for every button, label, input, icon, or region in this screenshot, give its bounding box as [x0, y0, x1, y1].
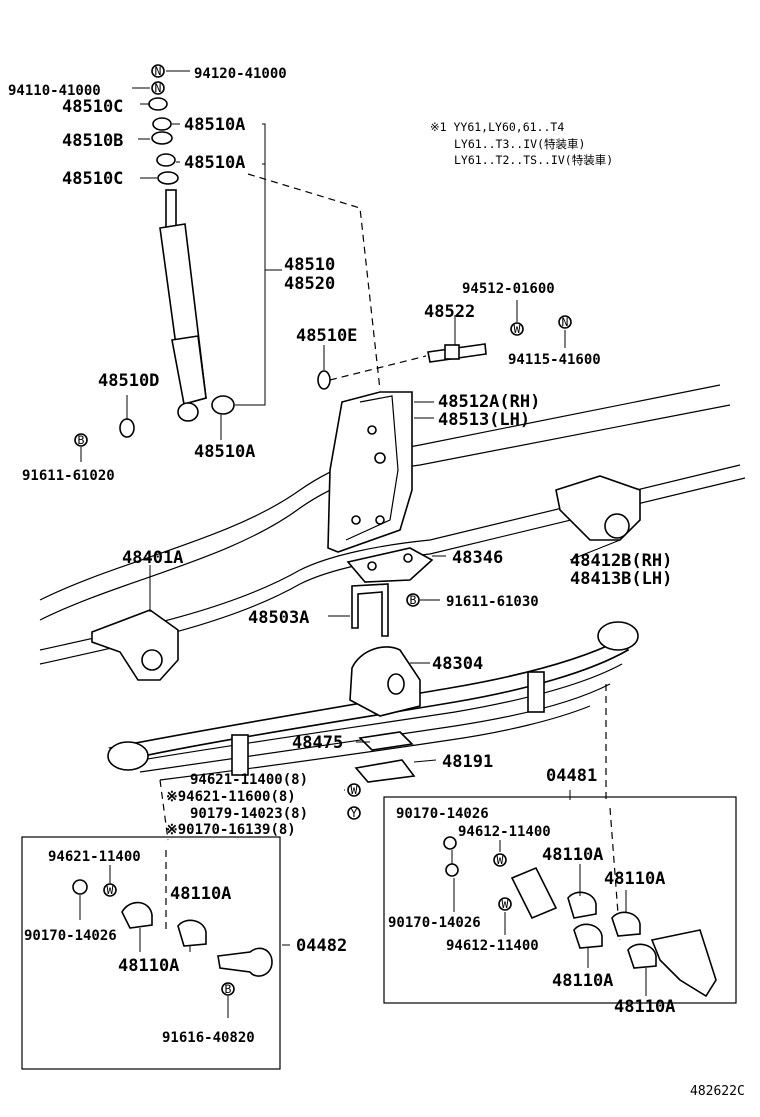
label-48510E: 48510E	[296, 326, 357, 346]
note-line-2: LY61..T3..IV(特装車)	[454, 137, 585, 151]
label-94110-41000: 94110-41000	[8, 83, 101, 99]
shock-bracket	[327, 391, 413, 553]
label-94512-01600: 94512-01600	[462, 281, 555, 297]
u-bolt	[351, 583, 389, 637]
label-94120-41000: 94120-41000	[194, 66, 287, 82]
label-left-94621-11400: 94621-11400	[48, 849, 141, 865]
label-48191: 48191	[442, 752, 493, 772]
label-48510D: 48510D	[98, 371, 159, 391]
label-94621-11600-8: ※94621-11600(8)	[166, 789, 296, 805]
note-line-1: ※1 YY61,LY60,61..T4	[430, 120, 564, 134]
label-48503A: 48503A	[248, 608, 309, 628]
label-48401A: 48401A	[122, 548, 183, 568]
label-48304: 48304	[432, 654, 483, 674]
shock-absorber	[159, 189, 207, 422]
label-91611-61020: 91611-61020	[22, 468, 115, 484]
label-48412B-RH: 48412B(RH)	[570, 551, 672, 571]
bump-stopper	[349, 646, 421, 717]
spring-hanger-front	[91, 609, 179, 681]
label-48346: 48346	[452, 548, 503, 568]
bushing-stack	[148, 97, 179, 185]
label-left-48110A-1: 48110A	[170, 884, 231, 904]
label-94115-41600: 94115-41600	[508, 352, 601, 368]
diagram-code: 482622C	[690, 1084, 745, 1099]
symbol-markers: N N W N B B W Y	[74, 64, 572, 820]
label-right-94612-11400-b: 94612-11400	[446, 938, 539, 954]
n-icon: N	[155, 64, 162, 78]
kit-04481-box: W W	[383, 796, 737, 1004]
label-right-48110A-3: 48110A	[552, 971, 613, 991]
y-icon: Y	[351, 806, 358, 820]
label-94621-11400-8: 94621-11400(8)	[190, 772, 308, 788]
n-icon: N	[155, 81, 162, 95]
spring-seat-plate	[346, 547, 434, 583]
spring-plates	[354, 731, 416, 783]
note-line-3: LY61..T2..TS..IV(特装車)	[454, 153, 613, 167]
w-icon: W	[107, 883, 114, 897]
label-48510B: 48510B	[62, 131, 123, 151]
w-icon: W	[497, 853, 504, 867]
b-icon: B	[410, 593, 417, 607]
label-48520: 48520	[284, 274, 335, 294]
label-right-90170-14026-b: 90170-14026	[388, 915, 481, 931]
w-icon: W	[514, 322, 521, 336]
w-icon: W	[502, 897, 509, 911]
label-48513-LH: 48513(LH)	[438, 410, 530, 430]
kit-04482-box: W B	[21, 836, 281, 1070]
label-48510C-bot: 48510C	[62, 169, 123, 189]
label-48512A-RH: 48512A(RH)	[438, 392, 540, 412]
label-48413B-LH: 48413B(LH)	[570, 569, 672, 589]
b-icon: B	[225, 982, 232, 996]
label-left-90170-14026: 90170-14026	[24, 928, 117, 944]
label-right-48110A-2: 48110A	[604, 869, 665, 889]
label-left-48110A-2: 48110A	[118, 956, 179, 976]
leaf-spring	[107, 621, 639, 781]
label-04481: 04481	[546, 766, 597, 786]
spring-hanger-rear	[555, 475, 641, 541]
label-right-48110A-1: 48110A	[542, 845, 603, 865]
part-labels: 94120-41000 94110-41000 48510C 48510A 48…	[8, 66, 745, 1099]
label-90179-14023-8: 90179-14023(8)	[190, 806, 308, 822]
label-04482: 04482	[296, 936, 347, 956]
label-48522: 48522	[424, 302, 475, 322]
label-91611-61030: 91611-61030	[446, 594, 539, 610]
label-48510: 48510	[284, 255, 335, 275]
w-icon: W	[351, 783, 358, 797]
label-right-48110A-4: 48110A	[614, 997, 675, 1017]
n-icon: N	[562, 315, 569, 329]
label-48510A-2: 48510A	[184, 153, 245, 173]
label-48510A-3: 48510A	[194, 442, 255, 462]
label-left-91616-40820: 91616-40820	[162, 1030, 255, 1046]
shock-mount-hardware	[119, 343, 487, 438]
label-48510A-1: 48510A	[184, 115, 245, 135]
label-48475: 48475	[292, 733, 343, 753]
label-right-90170-14026-a: 90170-14026	[396, 806, 489, 822]
label-right-94612-11400-a: 94612-11400	[458, 824, 551, 840]
label-48510C-top: 48510C	[62, 97, 123, 117]
b-icon: B	[78, 433, 85, 447]
label-90170-16139-8: ※90170-16139(8)	[166, 822, 296, 838]
